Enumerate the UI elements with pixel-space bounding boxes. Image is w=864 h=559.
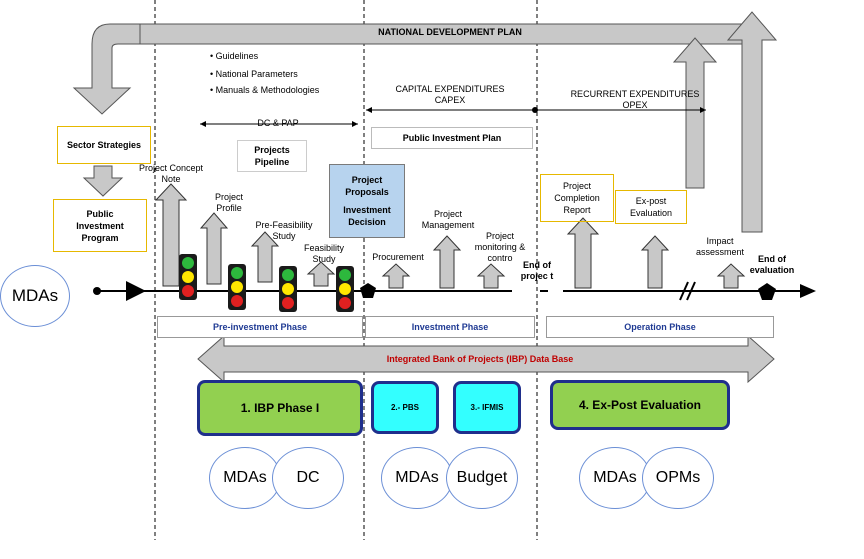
stage-label-management: Project Management	[421, 209, 475, 230]
stage-label-end-evaluation: End of evaluation	[749, 254, 795, 275]
traffic-light-icon	[179, 254, 197, 300]
expost-evaluation-module: 4. Ex-Post Evaluation	[550, 380, 730, 430]
actor-circle-mdas: MDAs	[579, 447, 651, 509]
stage-arrow	[381, 263, 411, 289]
inner-return-arrow	[672, 37, 718, 189]
ibp-banner-label: Integrated Bank of Projects (IBP) Data B…	[386, 354, 574, 364]
public-investment-plan-box: Public Investment Plan	[371, 127, 533, 149]
investment-decision-label: Investment Decision	[343, 205, 391, 227]
capex-label: CAPITAL EXPENDITURES CAPEX	[395, 84, 505, 105]
traffic-light-icon	[228, 264, 246, 310]
opex-label: RECURRENT EXPENDITURES OPEX	[570, 89, 700, 110]
stage-arrow	[476, 263, 506, 289]
outer-return-arrow	[726, 11, 778, 233]
ibp-phase-1-module: 1. IBP Phase I	[197, 380, 363, 436]
public-investment-program-box: Public Investment Program	[53, 199, 147, 252]
right-up-arrow-outer	[726, 0, 746, 24]
actor-circle-opms: OPMs	[642, 447, 714, 509]
pbs-module: 2.- PBS	[371, 381, 439, 434]
mdas-left-circle: MDAs	[0, 265, 70, 327]
stage-arrow	[566, 217, 600, 289]
bullet-item: • Guidelines	[210, 51, 259, 61]
actor-circle-budget: Budget	[446, 447, 518, 509]
ibp-banner-arrow	[197, 334, 775, 384]
left-down-arrow	[72, 23, 141, 115]
stage-arrow	[640, 235, 670, 289]
stage-label-feasibility: Feasibility Study	[303, 243, 344, 264]
dc-pap-label: DC & PAP	[257, 118, 299, 128]
projects-pipeline-box: Projects Pipeline	[237, 140, 307, 172]
stage-label-impact: Impact assessment	[695, 236, 745, 257]
stage-label-monitoring: Project monitoring & contro	[474, 231, 526, 263]
ndp-title: NATIONAL DEVELOPMENT PLAN	[378, 27, 522, 37]
traffic-light-icon	[279, 266, 297, 312]
stage-label-concept-note: Project Concept Note	[138, 163, 204, 184]
stage-arrow	[199, 212, 229, 285]
project-proposals-label: Project Proposals	[345, 175, 389, 197]
actor-circle-dc: DC	[272, 447, 344, 509]
stage-label-profile: Project Profile	[214, 192, 243, 213]
ifmis-module: 3.- IFMIS	[453, 381, 521, 434]
sector-down-arrow	[82, 165, 124, 197]
stage-arrow	[306, 261, 336, 287]
actor-circle-mdas: MDAs	[381, 447, 453, 509]
traffic-light-icon	[336, 266, 354, 312]
operation-phase: Operation Phase	[546, 316, 774, 338]
stage-label-prefeasibility: Pre-Feasibility Study	[255, 220, 313, 241]
stage-arrow	[716, 263, 746, 289]
stage-arrow	[432, 235, 462, 289]
stage-label-procurement: Procurement	[372, 252, 424, 262]
pre-investment-phase: Pre-investment Phase	[157, 316, 363, 338]
investment-phase: Investment Phase	[365, 316, 535, 338]
sector-strategies-box: Sector Strategies	[57, 126, 151, 164]
project-proposals-box: Project Proposals Investment Decision	[329, 164, 405, 238]
completion-report-box: Project Completion Report	[540, 174, 614, 222]
stage-arrow	[250, 231, 280, 283]
bullet-item: • Manuals & Methodologies	[210, 85, 320, 95]
actor-circle-mdas: MDAs	[209, 447, 281, 509]
stage-label-end-project: End of projec t	[520, 260, 554, 281]
expost-evaluation-box: Ex-post Evaluation	[615, 190, 687, 224]
bullet-item: • National Parameters	[210, 69, 298, 79]
